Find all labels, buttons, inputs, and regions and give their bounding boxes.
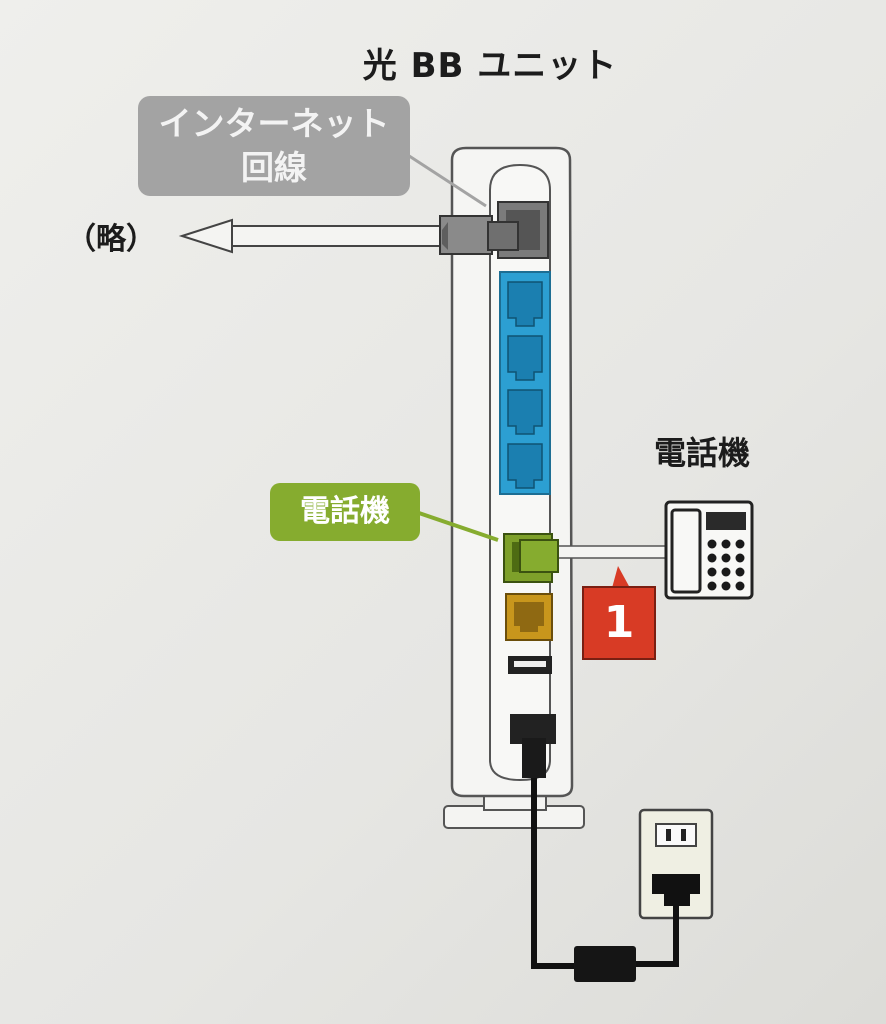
usb-port [508,656,552,674]
router-stand [443,791,585,829]
power-cable [522,738,679,982]
internet-cable [178,148,519,255]
internet-line-label: インターネット [158,104,390,143]
power-outlet-icon [638,808,714,920]
phone-cable [415,510,673,588]
telephone-label: 電話機 [654,434,751,472]
omitted-label: （略） [66,222,156,257]
diagram-title: 光 BB ユニット [362,46,618,86]
telephone-icon [664,500,754,600]
arrow-left-icon [178,218,233,254]
internet-line-callout: インターネット 回線 [138,96,410,196]
phone-port-callout: 電話機 [270,483,420,541]
internet-line-sublabel: 回線 [241,148,307,187]
step-number-badge: 1 [582,586,656,660]
lan-ports [499,271,551,495]
yellow-port [505,593,553,641]
